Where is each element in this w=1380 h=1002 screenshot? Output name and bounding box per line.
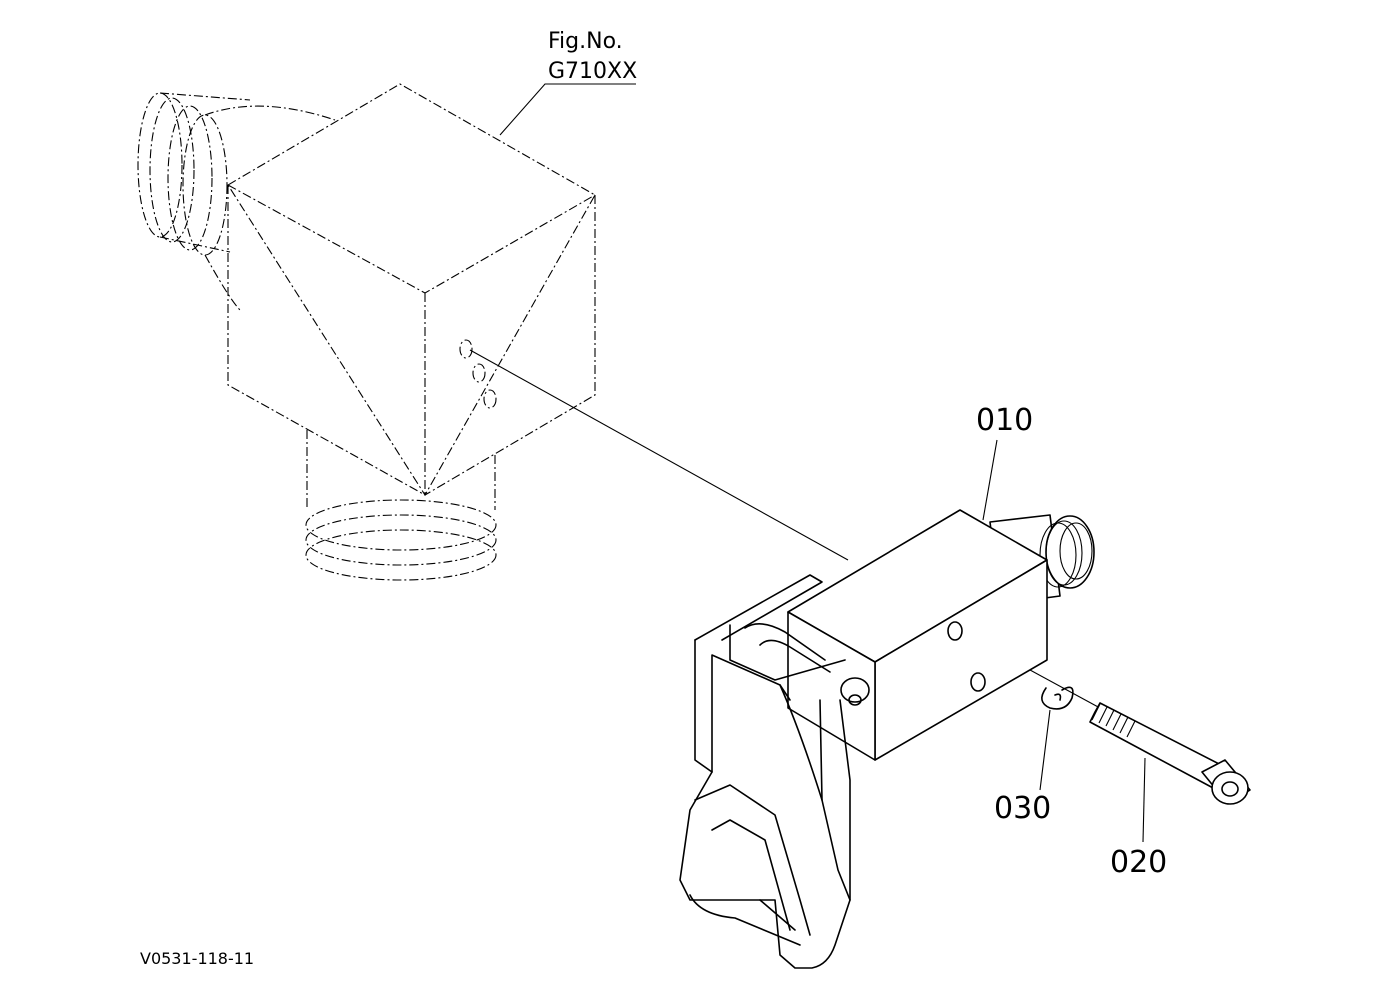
part-030-snap-ring: [1041, 686, 1074, 710]
callout-010: 010: [976, 403, 1033, 438]
part-020-cap-screw: [1089, 702, 1251, 805]
figure-ref-code: G710XX: [548, 59, 637, 84]
callout-leaders: [982, 439, 1146, 843]
part-010-valve: [679, 509, 1095, 969]
reference-assembly-phantom: [137, 83, 596, 581]
figure-reference-leader: [499, 83, 636, 136]
callout-020: 020: [1110, 845, 1167, 880]
callout-030: 030: [994, 791, 1051, 826]
drawing-number: V0531-118-11: [140, 949, 254, 968]
figure-ref-label: Fig.No.: [548, 29, 623, 54]
